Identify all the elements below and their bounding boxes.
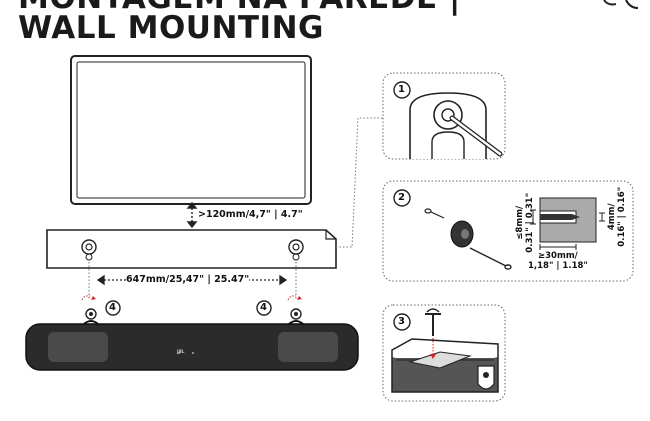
- screw-head-label: ≤8mm/ 0.31" | 0.31": [515, 192, 535, 253]
- tv-gap-label: >120mm/4,7" | 4.7": [198, 209, 303, 220]
- step-3-panel: [382, 304, 506, 402]
- step-2-panel: [382, 180, 634, 282]
- step-3-number: 3: [398, 316, 405, 327]
- page-title-previous: MONTAGEM NA PAREDE |: [18, 0, 461, 14]
- leader-line: [88, 117, 383, 300]
- step-4-number-left: 4: [109, 302, 116, 313]
- hole-spacing-label: 647mm/25,47" | 25.47": [126, 274, 250, 285]
- mounting-template: [46, 229, 337, 269]
- screw-right: [256, 295, 302, 320]
- soundbar-logo: JBL: [177, 349, 185, 354]
- tv-gap-arrow: [186, 201, 198, 229]
- screw-length-label: ≥30mm/ 1,18" | 1.18": [528, 251, 588, 271]
- step-1-panel: [382, 72, 506, 160]
- tv-illustration: [70, 55, 312, 205]
- screw-shaft-label: 4mm/ 0.16" | 0.16": [607, 186, 627, 247]
- step-4-number-right: 4: [260, 302, 267, 313]
- screw-left: [81, 295, 121, 320]
- step-2-number: 2: [398, 192, 405, 203]
- page-title: WALL MOUNTING: [18, 10, 324, 46]
- leaf-icon: [603, 0, 639, 9]
- step-1-number: 1: [398, 84, 405, 95]
- soundbar-illustration: [25, 320, 359, 371]
